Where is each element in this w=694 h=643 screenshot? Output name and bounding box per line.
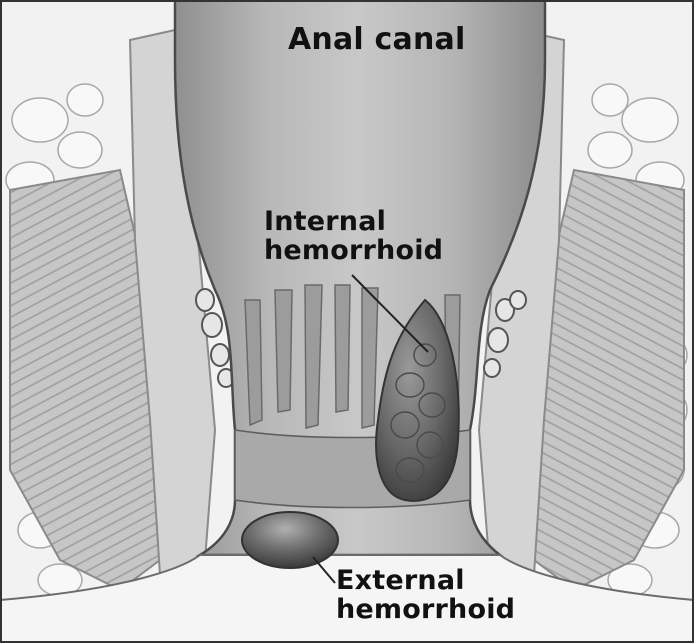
external-hemorrhoid-label: External hemorrhoid xyxy=(336,566,515,624)
internal-hemorrhoid-label: Internal hemorrhoid xyxy=(264,207,443,265)
external-label-line1: External xyxy=(336,566,515,595)
external-hemorrhoid-shape xyxy=(242,512,338,568)
diagram-title: Anal canal xyxy=(288,24,465,56)
internal-label-line2: hemorrhoid xyxy=(264,236,443,265)
external-label-line2: hemorrhoid xyxy=(336,595,515,624)
internal-label-line1: Internal xyxy=(264,207,443,236)
